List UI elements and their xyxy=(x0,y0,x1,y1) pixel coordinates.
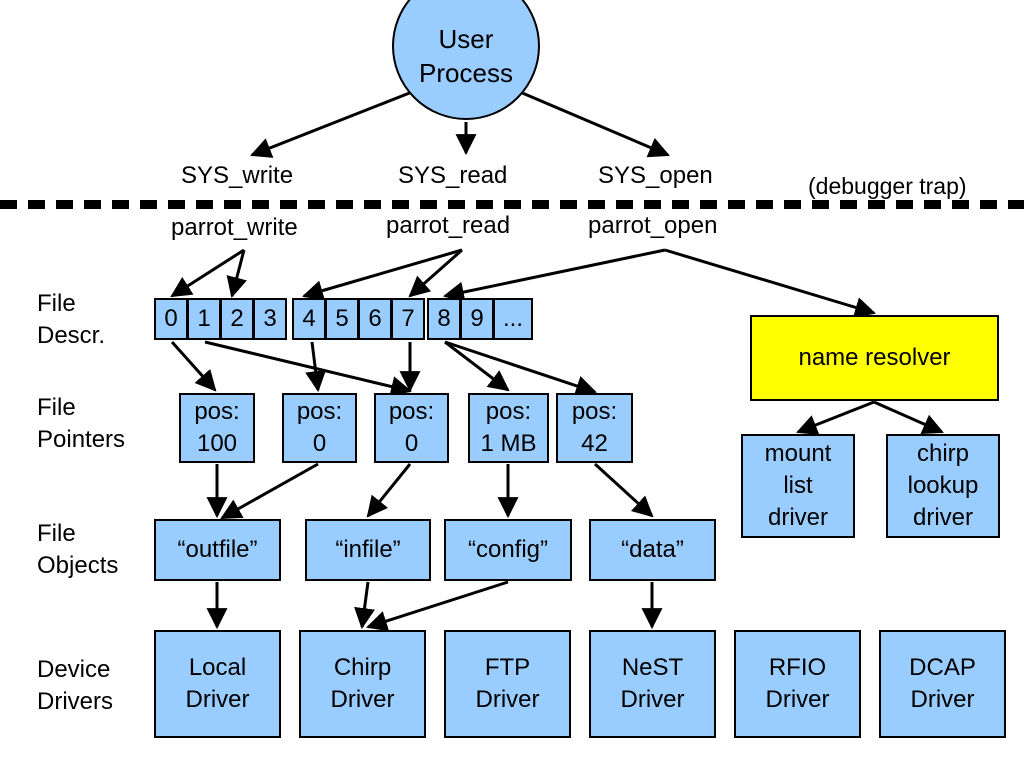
arrow-fd8-to-pos1mb xyxy=(444,340,510,392)
arrow-pos0a-to-outfile xyxy=(220,462,319,520)
fd-cell: ... xyxy=(493,298,533,340)
arrow-pos0b-to-infile xyxy=(366,463,412,518)
arrow-open-to-fd8 xyxy=(442,248,666,303)
file-object-box: “infile” xyxy=(305,519,431,581)
fd-cell: 4 xyxy=(292,298,326,340)
arrow-fd8-to-pos42 xyxy=(444,340,597,396)
fd-cell: 0 xyxy=(154,298,188,340)
fd-cell: 3 xyxy=(253,298,287,340)
row-label-file-objects: File Objects xyxy=(37,520,119,579)
file-object-box: “outfile” xyxy=(154,519,281,581)
file-pointer-box: pos: 100 xyxy=(179,393,255,463)
user-process-node: User Process xyxy=(392,0,540,120)
device-driver-box: Chirp Driver xyxy=(299,630,426,738)
sys-open-label: SYS_open xyxy=(598,162,713,189)
arrow-fd0-to-pos100 xyxy=(170,340,217,392)
arrow-pos42-to-data xyxy=(593,462,654,518)
device-driver-box: NeST Driver xyxy=(589,630,716,738)
arrow-resolver-to-chirp-lookup xyxy=(873,400,944,434)
arrow-config-to-chirp xyxy=(366,580,509,632)
arrow-fd1-to-pos0b xyxy=(204,340,413,397)
row-label-device-drivers: Device Drivers xyxy=(37,656,113,715)
arrow-read-to-fd4 xyxy=(301,248,463,301)
fd-cell: 8 xyxy=(427,298,461,340)
arrow-open-to-resolver xyxy=(664,248,877,318)
parrot-open-label: parrot_open xyxy=(588,212,718,239)
arrow-read-to-fd7 xyxy=(408,248,463,298)
fd-cell: 5 xyxy=(325,298,359,340)
arrow-fd4-to-pos0a xyxy=(305,341,327,393)
device-driver-box: Local Driver xyxy=(154,630,281,738)
file-pointer-box: pos: 0 xyxy=(374,393,449,463)
arrow-process-to-sys-open xyxy=(519,90,670,158)
file-object-box: “data” xyxy=(589,519,716,581)
trap-boundary-line xyxy=(0,200,1024,209)
file-object-box: “config” xyxy=(444,519,572,581)
arrow-resolver-to-mount xyxy=(796,400,875,435)
sys-read-label: SYS_read xyxy=(398,162,508,189)
file-pointer-box: pos: 0 xyxy=(282,393,357,463)
debugger-trap-label: (debugger trap) xyxy=(808,173,967,199)
user-process-label: User Process xyxy=(419,24,513,88)
sys-write-label: SYS_write xyxy=(181,162,294,189)
device-driver-box: FTP Driver xyxy=(444,630,571,738)
mount-list-driver-box: mount list driver xyxy=(741,434,855,538)
arrow-process-to-sys-write xyxy=(250,90,413,158)
fd-cell: 9 xyxy=(460,298,494,340)
chirp-lookup-driver-box: chirp lookup driver xyxy=(886,434,1000,538)
device-driver-box: DCAP Driver xyxy=(879,630,1006,738)
name-resolver-box: name resolver xyxy=(750,315,999,401)
parrot-read-label: parrot_read xyxy=(386,212,511,239)
fd-cell: 6 xyxy=(358,298,392,340)
arrow-write-to-fd2 xyxy=(226,249,247,299)
device-driver-box: RFIO Driver xyxy=(734,630,861,738)
fd-cell: 7 xyxy=(391,298,425,340)
row-label-file-pointers: File Pointers xyxy=(37,394,126,453)
file-pointer-box: pos: 42 xyxy=(556,393,633,463)
parrot-write-label: parrot_write xyxy=(171,214,298,241)
fd-cell: 2 xyxy=(220,298,254,340)
row-label-file-descr: File Descr. xyxy=(37,290,106,349)
arrow-write-to-fd0 xyxy=(170,248,245,298)
file-pointer-box: pos: 1 MB xyxy=(468,393,549,463)
arrow-infile-to-chirp xyxy=(354,581,375,630)
fd-cell: 1 xyxy=(187,298,221,340)
